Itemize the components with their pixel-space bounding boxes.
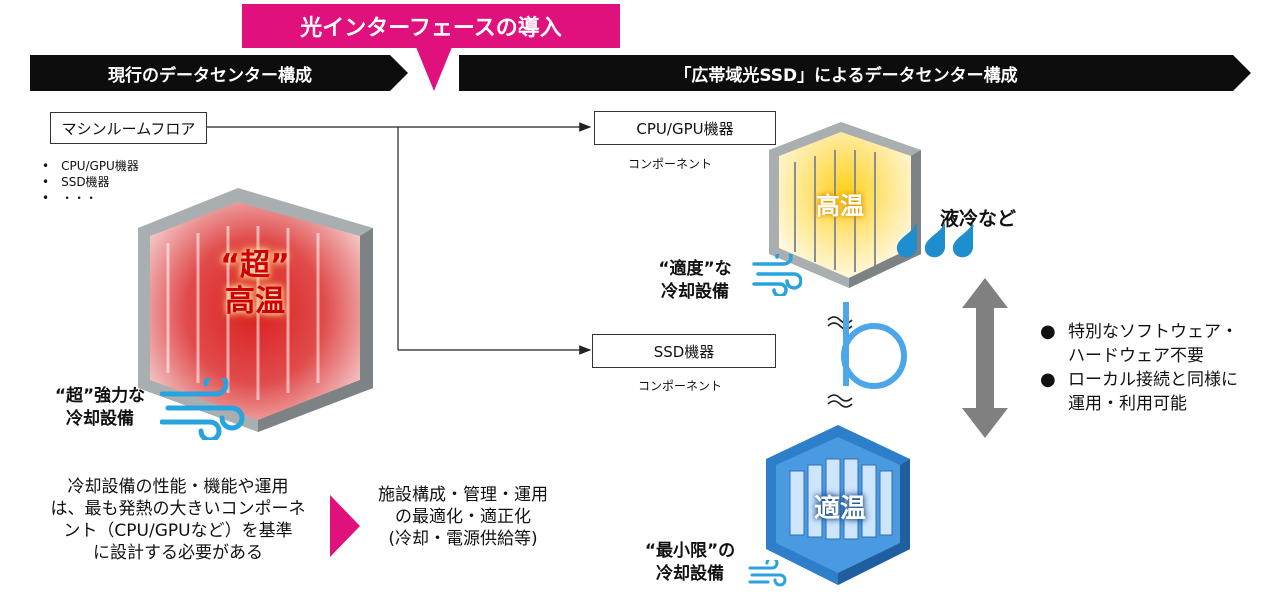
machine-room-floor-box: マシンルームフロア bbox=[50, 112, 207, 144]
strong-cooling-label: “超”強力な 冷却設備 bbox=[40, 385, 160, 431]
note-line: ント（CPU/GPUなど）を基準 bbox=[63, 521, 293, 542]
benefit-item: ● ローカル接続と同様に運用・利用可能 bbox=[1040, 368, 1270, 416]
equipment-bullet-list: CPU/GPU機器 SSD機器 ・・・ bbox=[42, 158, 139, 206]
benefit-item: ● 特別なソフトウェア・ハードウェア不要 bbox=[1040, 320, 1270, 368]
moderate-cooling-line-1: “適度”な bbox=[658, 259, 732, 279]
result-line: (冷却・電源供給等) bbox=[388, 529, 538, 550]
result-line: 施設構成・管理・運用 bbox=[378, 485, 548, 505]
banner-title: 光インターフェースの導入 bbox=[300, 16, 562, 41]
pink-chevron-icon bbox=[330, 495, 360, 557]
hot-server-rack-icon bbox=[138, 188, 373, 432]
benefit-line: ローカル接続と同様に bbox=[1068, 370, 1238, 390]
moderate-wind-icon bbox=[752, 254, 802, 296]
double-arrow-icon bbox=[962, 278, 1008, 438]
cooling-design-note: 冷却設備の性能・機能や運用 は、最も発熱の大きいコンポーネ ント（CPU/GPU… bbox=[28, 476, 328, 564]
super-mark: “超” bbox=[220, 248, 290, 283]
benefit-line: 運用・利用可能 bbox=[1068, 394, 1187, 414]
note-line: に設計する必要がある bbox=[93, 543, 263, 564]
benefit-line: ハードウェア不要 bbox=[1068, 346, 1204, 366]
note-line: 冷却設備の性能・機能や運用 bbox=[67, 477, 289, 497]
bullet-dot-icon: ● bbox=[1040, 321, 1056, 342]
machine-room-floor-label: マシンルームフロア bbox=[61, 119, 196, 138]
super-hot-label: “超” 高温 bbox=[180, 248, 330, 320]
optical-link-icon bbox=[827, 302, 907, 408]
note-line: は、最も発熱の大きいコンポーネ bbox=[50, 499, 306, 520]
left-header-text: 現行のデータセンター構成 bbox=[108, 65, 312, 86]
cpu-temp-label: 高温 bbox=[816, 192, 864, 220]
strong-cooling-line-1: “超”強力な bbox=[54, 386, 146, 406]
water-drop-icon bbox=[896, 222, 973, 258]
moderate-cooling-line-2: 冷却設備 bbox=[661, 281, 729, 302]
left-band-shape bbox=[30, 55, 408, 91]
ssd-component-caption: コンポーネント bbox=[638, 379, 723, 393]
minimal-cooling-line-1: “最小限”の bbox=[644, 541, 736, 561]
ssd-box: SSD機器 bbox=[592, 334, 776, 368]
optical-interface-banner: 光インターフェースの導入 bbox=[242, 4, 620, 48]
right-header-text: 「広帯域光SSD」によるデータセンター構成 bbox=[674, 65, 1018, 86]
super-hot-text: 高温 bbox=[225, 284, 285, 319]
ssd-temp-label: 適温 bbox=[813, 494, 866, 524]
cpu-gpu-label: CPU/GPU機器 bbox=[636, 119, 734, 138]
bullet-dot-icon: ● bbox=[1040, 369, 1056, 390]
ssd-label: SSD機器 bbox=[653, 342, 715, 361]
equipment-bullet: ・・・ bbox=[42, 190, 139, 206]
liquid-cooling-label: 液冷など bbox=[940, 208, 1017, 230]
benefit-line: 特別なソフトウェア・ bbox=[1068, 322, 1238, 342]
banner-pointer bbox=[416, 47, 452, 91]
strong-cooling-line-2: 冷却設備 bbox=[66, 408, 134, 429]
minimal-cooling-label: “最小限”の 冷却設備 bbox=[630, 540, 750, 586]
moderate-cooling-label: “適度”な 冷却設備 bbox=[640, 258, 750, 304]
minimal-wind-icon bbox=[748, 560, 787, 587]
optimization-result: 施設構成・管理・運用 の最適化・適正化 (冷却・電源供給等) bbox=[358, 484, 568, 550]
ssd-server-rack-icon bbox=[766, 425, 910, 585]
benefit-list: ● 特別なソフトウェア・ハードウェア不要 ● ローカル接続と同様に運用・利用可能 bbox=[1040, 320, 1270, 416]
equipment-bullet: SSD機器 bbox=[42, 174, 139, 190]
result-line: の最適化・適正化 bbox=[395, 507, 531, 528]
cpu-gpu-box: CPU/GPU機器 bbox=[594, 111, 776, 145]
equipment-bullet: CPU/GPU機器 bbox=[42, 158, 139, 174]
cpu-component-caption: コンポーネント bbox=[628, 157, 713, 171]
left-header: 現行のデータセンター構成 bbox=[30, 55, 390, 91]
right-header: 「広帯域光SSD」によるデータセンター構成 bbox=[459, 55, 1233, 91]
minimal-cooling-line-2: 冷却設備 bbox=[656, 563, 724, 584]
right-band-shape bbox=[459, 55, 1251, 91]
strong-wind-icon bbox=[160, 378, 245, 440]
